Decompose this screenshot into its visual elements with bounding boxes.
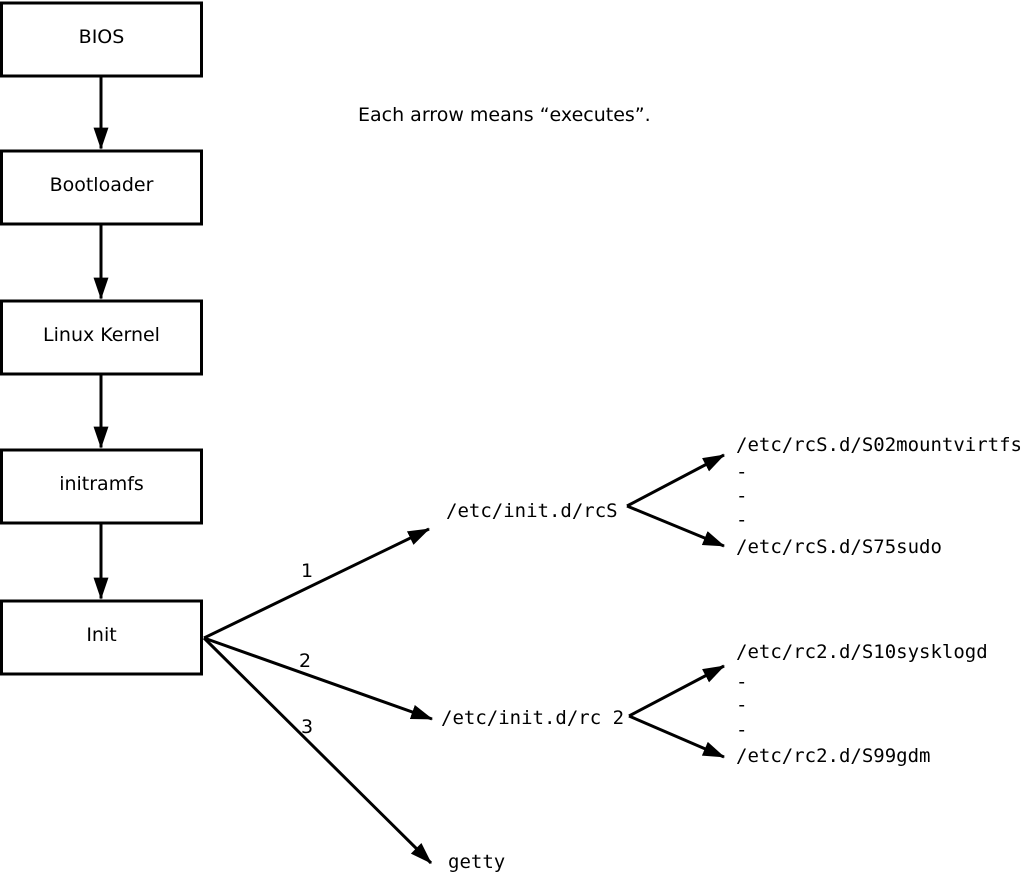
leaf-rcS-S02mountvirtfs: /etc/rcS.d/S02mountvirtfs: [736, 434, 1022, 456]
box-bootloader-rect: [0, 149, 203, 226]
arrow-init-to-rc2: [203, 636, 434, 721]
box-bios-label: BIOS: [79, 26, 125, 48]
caption-arrow-meaning: Each arrow means “executes”.: [358, 104, 651, 126]
box-bios: BIOS: [0, 1, 203, 78]
rc2-fork: /etc/rc2.d/S10sysklogd - - - /etc/rc2.d/…: [628, 641, 988, 767]
arrow-init-to-rcS: [203, 527, 430, 640]
box-init-label: Init: [86, 624, 116, 646]
arrow-order-label-3: 3: [301, 716, 313, 738]
leaf-rc2-ellipsis-dash-1: -: [736, 671, 747, 693]
init-fanout: 1 2 3 /etc/init.d/rcS /etc/init.d/rc 2 g…: [202, 500, 624, 873]
node-etc-init-d-rc2: /etc/init.d/rc 2: [441, 707, 624, 729]
box-init: Init: [0, 599, 203, 676]
leaf-rcS-ellipsis-dash-3: -: [736, 509, 747, 531]
rcS-fork: /etc/rcS.d/S02mountvirtfs - - - /etc/rcS…: [626, 434, 1022, 558]
box-bootloader: Bootloader: [0, 149, 203, 226]
arrow-order-label-1: 1: [301, 560, 313, 582]
box-linux-kernel: Linux Kernel: [0, 299, 203, 376]
box-initramfs-label: initramfs: [59, 473, 144, 495]
arrow-order-label-2: 2: [299, 650, 311, 672]
box-linux-kernel-label: Linux Kernel: [43, 324, 160, 346]
node-getty: getty: [448, 851, 505, 873]
leaf-rcS-ellipsis-dash-2: -: [736, 485, 747, 507]
node-etc-init-d-rcS: /etc/init.d/rcS: [446, 500, 618, 522]
leaf-rcS-ellipsis-dash-1: -: [736, 461, 747, 483]
box-initramfs: initramfs: [0, 448, 203, 525]
box-bootloader-label: Bootloader: [50, 174, 154, 196]
leaf-rc2-S10sysklogd: /etc/rc2.d/S10sysklogd: [736, 641, 988, 663]
leaf-rcS-S75sudo: /etc/rcS.d/S75sudo: [736, 536, 942, 558]
box-initramfs-rect: [0, 448, 203, 525]
arrow-init-to-getty: [202, 636, 433, 865]
leaf-rc2-ellipsis-dash-3: -: [736, 719, 747, 741]
box-init-rect: [0, 599, 203, 676]
arrow-rcS-to-S02mountvirtfs: [626, 453, 725, 508]
leaf-rc2-S99gdm: /etc/rc2.d/S99gdm: [736, 745, 930, 767]
arrow-rcS-to-S75sudo: [626, 504, 726, 548]
leaf-rc2-ellipsis-dash-2: -: [736, 694, 747, 716]
arrow-rc2-to-S10sysklogd: [628, 664, 725, 718]
box-bios-rect: [0, 1, 203, 78]
arrow-rc2-to-S99gdm: [628, 714, 726, 759]
